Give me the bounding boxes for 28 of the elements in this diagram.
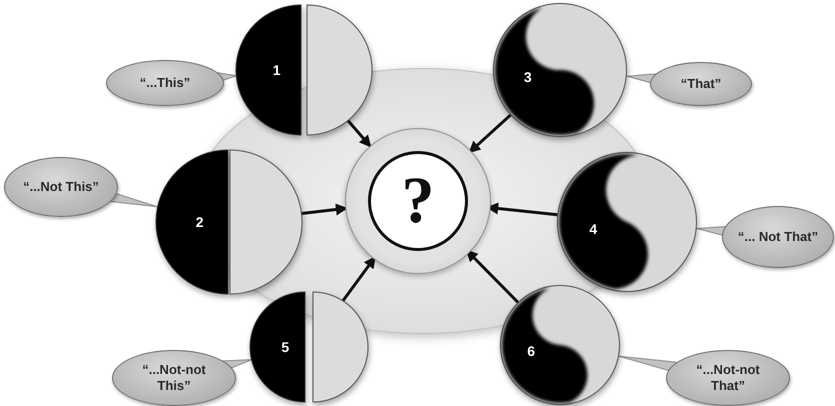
arrow: [341, 256, 376, 302]
yin-yang-circle: [557, 152, 697, 292]
bubble-text: “...This”: [138, 75, 192, 91]
circle-number: 4: [589, 222, 598, 236]
bubble-text: “...Not-not This”: [141, 362, 207, 394]
speech-bubble: [650, 62, 752, 106]
arrow: [346, 119, 372, 148]
yin-yang-circle: [500, 285, 620, 405]
circle-number: 6: [527, 344, 535, 358]
circle-number: 1: [272, 63, 281, 77]
yin-yang-circle: [493, 3, 627, 137]
split-circle: [250, 292, 368, 402]
arrow: [468, 114, 512, 154]
bubble-text: “...Not-not That”: [695, 362, 761, 394]
bubble-text: “... Not That”: [736, 229, 820, 245]
bubble-text: “...Not This”: [22, 179, 100, 195]
bubble-text: “That”: [680, 76, 722, 92]
circle-number: 5: [281, 340, 290, 354]
speech-bubble: [106, 60, 224, 106]
speech-bubble: [4, 157, 118, 217]
speech-bubble: [112, 350, 236, 406]
circle-number: 2: [196, 215, 204, 229]
arrow: [466, 250, 519, 304]
split-circle: [156, 150, 302, 294]
arrow: [301, 204, 348, 216]
question-mark: ?: [402, 168, 434, 234]
split-circle: [236, 5, 372, 135]
circle-number: 3: [524, 70, 532, 84]
